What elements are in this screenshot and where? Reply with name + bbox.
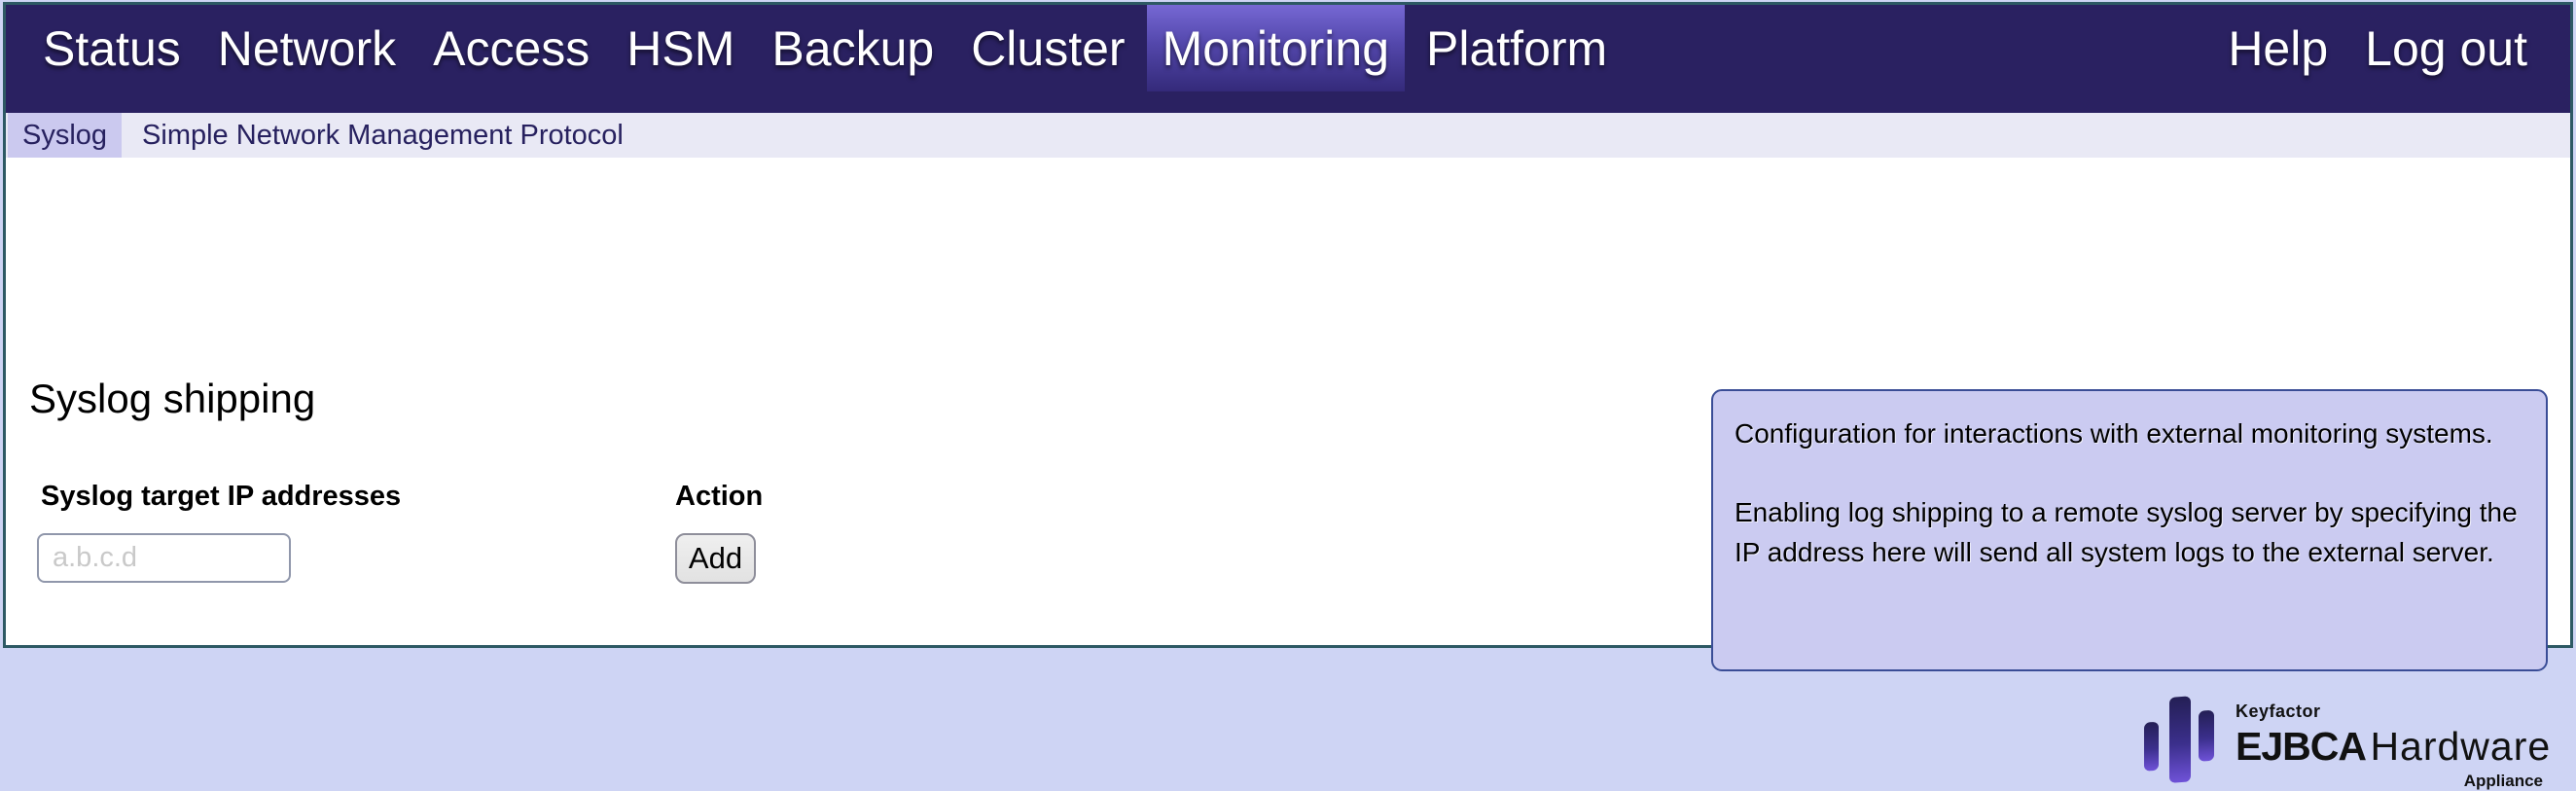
logo-text: Keyfactor EJBCA Hardware Appliance (2236, 701, 2550, 791)
syslog-ip-input[interactable] (37, 533, 291, 583)
action-column-label: Action (675, 481, 764, 512)
logo-brand-name: Keyfactor (2236, 701, 2321, 721)
info-paragraph-1: Configuration for interactions with exte… (1735, 418, 2493, 449)
nav-item-access[interactable]: Access (433, 20, 590, 76)
info-box: Configuration for interactions with exte… (1711, 389, 2548, 671)
nav-item-hsm[interactable]: HSM (626, 20, 735, 76)
logo-product-name: EJBCA Hardware (2236, 724, 2550, 770)
nav-item-help[interactable]: Help (2228, 20, 2329, 76)
keyfactor-bars-icon (2144, 693, 2220, 787)
nav-item-network[interactable]: Network (217, 20, 397, 76)
info-paragraph-2: Enabling log shipping to a remote syslog… (1735, 496, 2518, 567)
subnav-item-syslog[interactable]: Syslog (8, 113, 123, 158)
top-navigation: Status Network Access HSM Backup Cluster… (6, 5, 2570, 113)
add-button[interactable]: Add (675, 533, 756, 584)
logo-subtitle: Appliance (2463, 772, 2543, 790)
keyfactor-ejbca-logo: Keyfactor EJBCA Hardware Appliance (2144, 693, 2550, 790)
logo-product-light: Hardware (2370, 724, 2552, 769)
logo-product-bold: EJBCA (2236, 724, 2367, 769)
page-title: Syslog shipping (29, 376, 316, 421)
nav-item-status[interactable]: Status (43, 20, 181, 76)
page-frame: Status Network Access HSM Backup Cluster… (3, 2, 2573, 790)
sub-navigation: Syslog Simple Network Management Protoco… (6, 113, 2570, 158)
main-content: Syslog shipping Syslog target IP address… (6, 158, 2570, 790)
nav-item-cluster[interactable]: Cluster (971, 20, 1126, 76)
subnav-item-snmp[interactable]: Simple Network Management Protocol (142, 119, 624, 151)
nav-item-monitoring[interactable]: Monitoring (1146, 5, 1406, 91)
nav-item-logout[interactable]: Log out (2365, 20, 2527, 76)
nav-item-platform[interactable]: Platform (1426, 20, 1608, 76)
nav-item-backup[interactable]: Backup (771, 20, 935, 76)
syslog-ip-label: Syslog target IP addresses (41, 481, 402, 512)
